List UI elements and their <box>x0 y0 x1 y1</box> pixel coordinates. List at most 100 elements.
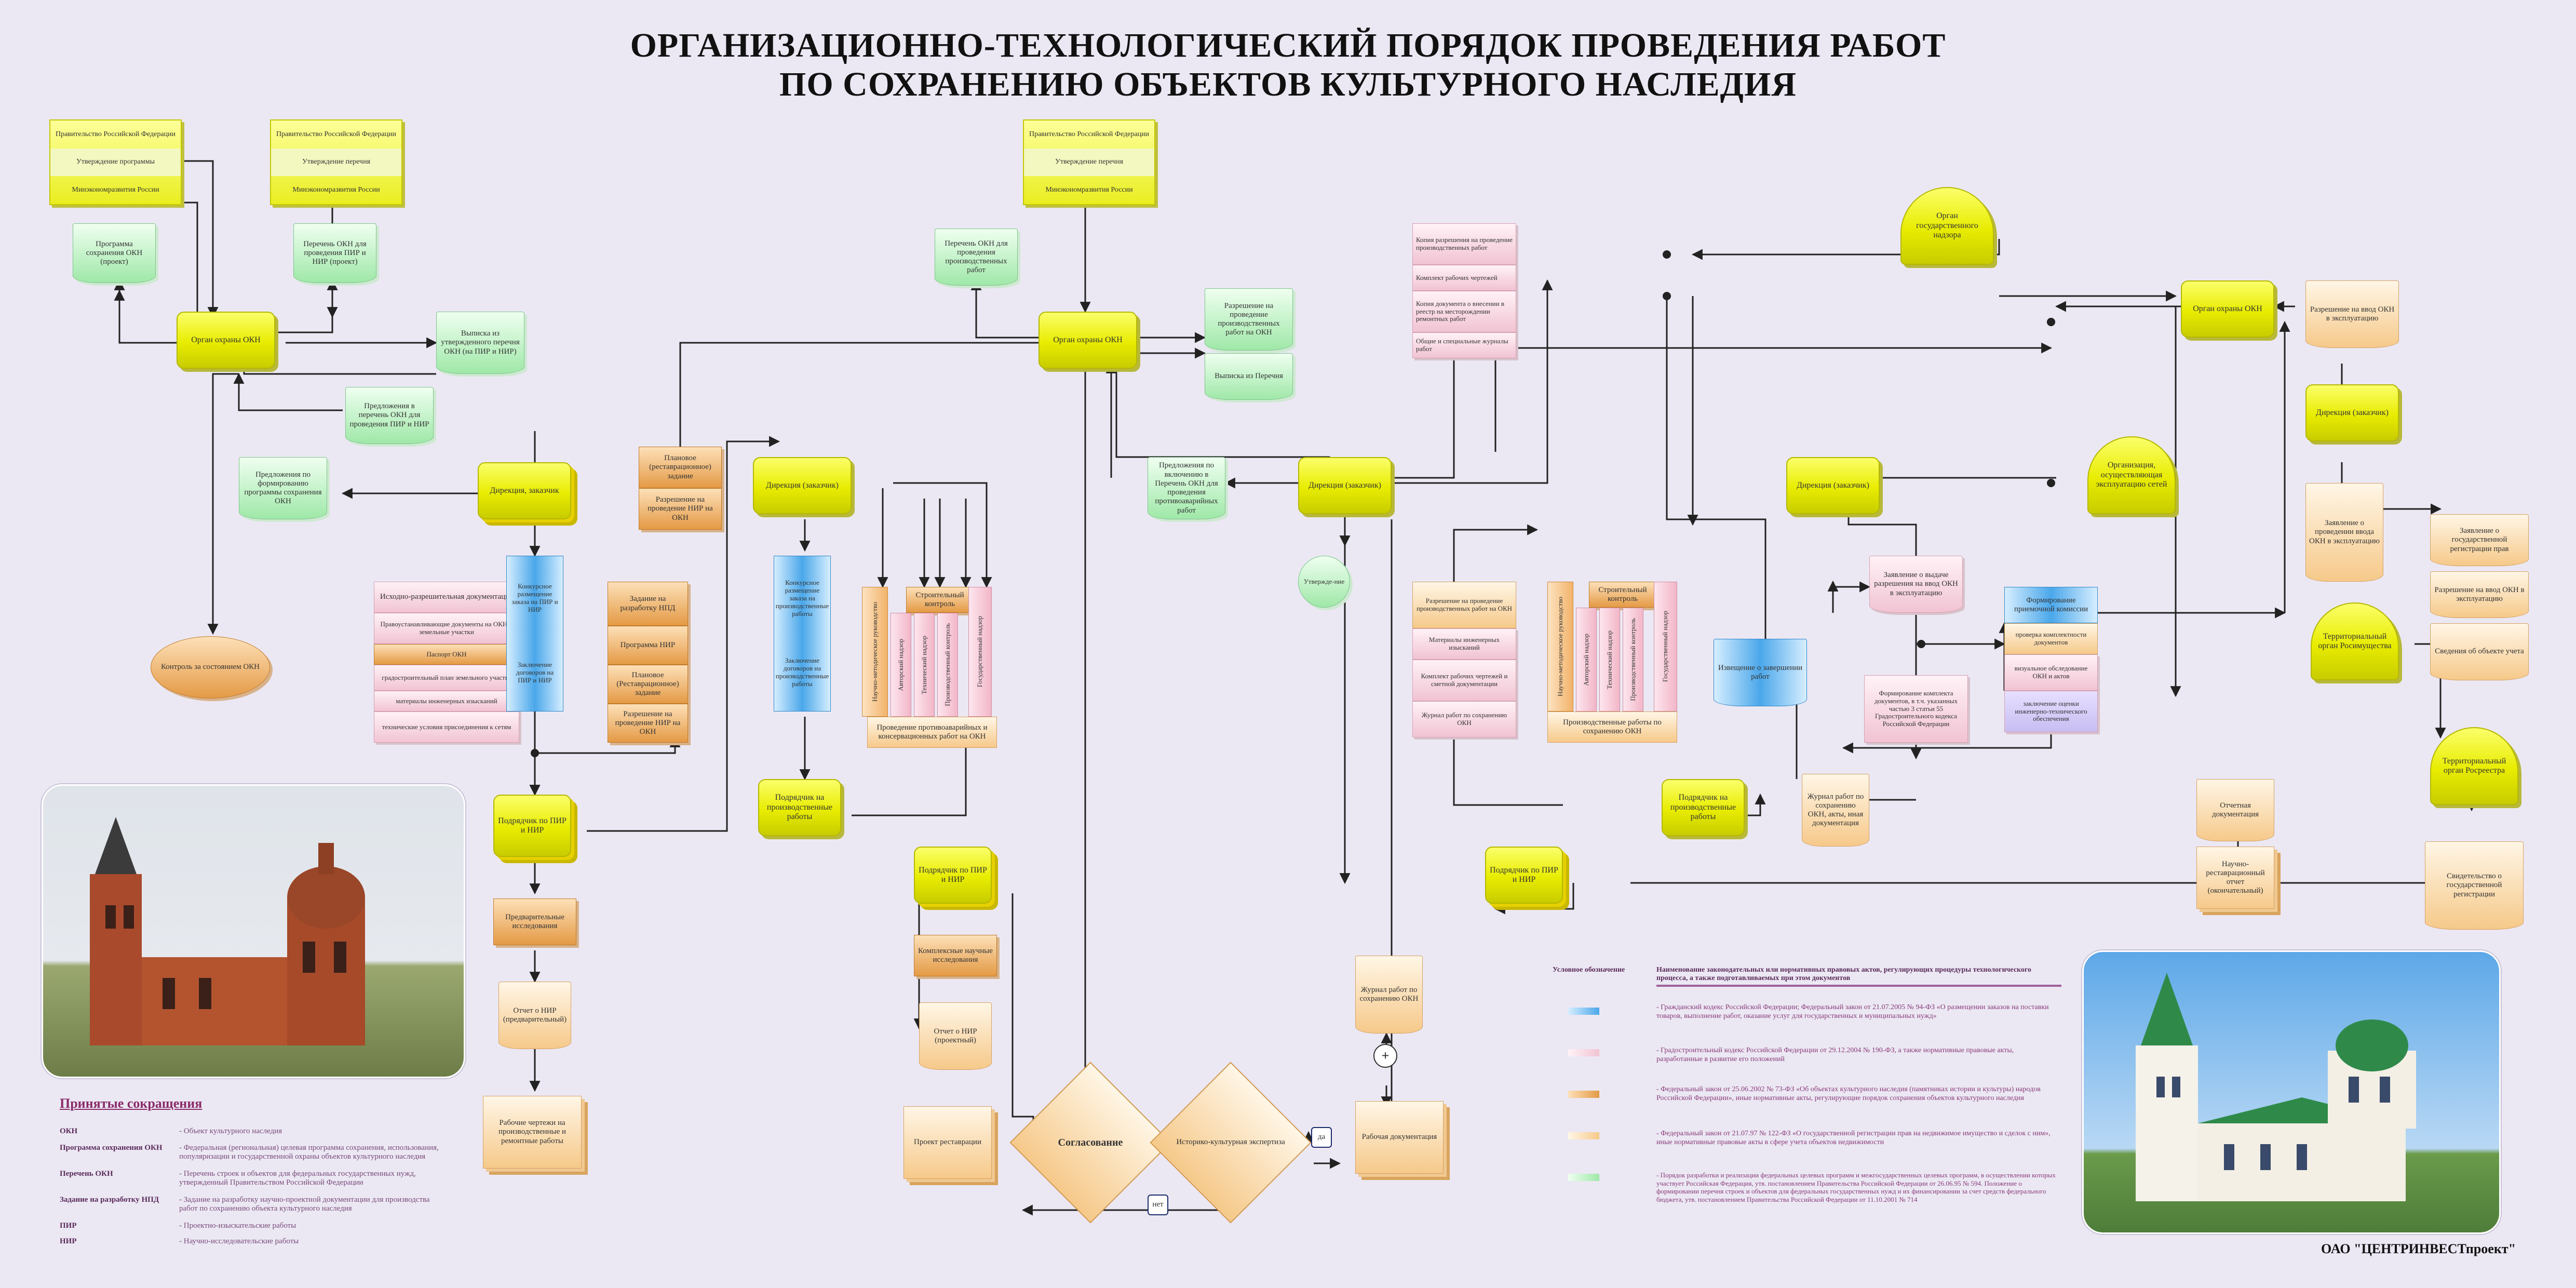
church-ruin-photo <box>42 784 465 1078</box>
abbreviations-list: ОКН - Объект культурного наследия Програм… <box>60 1127 465 1267</box>
initial-doc-item: градостроительный план земельного участк… <box>374 665 519 691</box>
application-registration: Заявление о государственной регистрации … <box>2430 514 2529 566</box>
directorate-5: Дирекция (заказчик) <box>2305 384 2399 441</box>
preliminary-research: Предварительные исследования <box>493 898 576 945</box>
extract-list: Выписка из утвержденного перечня ОКН (на… <box>436 312 524 374</box>
gov-ministry: Минэкономразвития России <box>72 186 159 194</box>
initial-doc-item: технические условия присоединения к сетя… <box>374 712 519 743</box>
permit-nir: Разрешение на проведение НИР на ОКН <box>639 488 722 530</box>
supervision-label: Технический надзор <box>1605 630 1613 689</box>
organ-okn-2: Орган охраны ОКН <box>1039 312 1137 369</box>
legend-text: - Федеральный закон от 25.06.2002 № 73-Ф… <box>1656 1085 2041 1102</box>
supervision-label: Производственный контроль <box>1628 618 1637 701</box>
list-production: Перечень ОКН для проведения производстве… <box>935 229 1018 286</box>
permit-nir-2: Разрешение на проведение НИР на ОКН <box>608 704 688 743</box>
government-block-2: Правительство Российской Федерации Утвер… <box>270 119 402 205</box>
proposals-list: Предложения в перечень ОКН для проведени… <box>345 387 434 444</box>
gov-action: Утверждение перечня <box>271 148 401 177</box>
abbr-key: Задание на разработку НПД <box>60 1196 159 1204</box>
abbr-key: Программа сохранения ОКН <box>60 1144 163 1152</box>
drawings-set: Комплект рабочих чертежей и сметной доку… <box>1412 660 1516 701</box>
completion-notice: Извещение о завершении работ <box>1714 639 1807 706</box>
permit-production: Разрешение на проведение производственны… <box>1205 288 1293 351</box>
abbr-value: - Научно-исследовательские работы <box>179 1237 299 1245</box>
report-nir-2: Отчет о НИР (проектный) <box>919 1002 992 1070</box>
organ-okn-3: Орган охраны ОКН <box>2181 280 2274 338</box>
copy-item: Копия разрешения на проведение производс… <box>1412 223 1516 265</box>
church-restored-icon <box>2136 973 2416 1201</box>
legend: Условное обозначение Наименование законо… <box>1553 966 2072 1246</box>
legend-swatch-pink <box>1568 1049 1599 1056</box>
government-block-3: Правительство Российской Федерации Утвер… <box>1023 119 1155 205</box>
restoration-project: Проект реставрации <box>903 1106 992 1179</box>
network-organization: Организация, осуществляющая эксплуатацию… <box>2087 436 2176 514</box>
commission-item: заключение оценки инженерно-технического… <box>2004 691 2098 732</box>
legend-swatch-blue <box>1568 1008 1599 1015</box>
journal-author: Журнал работ по сохранению ОКН <box>1412 701 1516 737</box>
copy-item: Общие и специальные журналы работ <box>1412 332 1516 358</box>
planned-task: Плановое (реставрационное) задание <box>639 447 722 488</box>
agreement-label: Согласование <box>1058 1136 1123 1148</box>
page-title-line-2: ПО СОХРАНЕНИЮ ОБЪЕКТОВ КУЛЬТУРНОГО НАСЛЕ… <box>779 65 1797 103</box>
commission-item: проверка комплектности документов <box>2004 623 2098 654</box>
contractor-pir-3: Подрядчик по ПИР и НИР <box>1485 847 1563 904</box>
copy-item: Комплект рабочих чертежей <box>1412 265 1516 291</box>
supervision-columns-2: Научно-методическое руководство Авторски… <box>1547 582 1682 712</box>
abbr-key: ОКН <box>60 1127 78 1135</box>
abbr-key: НИР <box>60 1237 77 1245</box>
legend-header-desc: Наименование законодательных или нормати… <box>1656 966 2061 987</box>
abbr-key: ПИР <box>60 1222 77 1230</box>
company-footer: ОАО "ЦЕНТРИНВЕСТпроект" <box>2321 1241 2516 1256</box>
permit-commission: Разрешение на ввод ОКН в эксплуатацию <box>2305 280 2399 348</box>
final-report: Научно-реставрационный отчет (окончатель… <box>2196 847 2274 909</box>
contractor-pir-2: Подрядчик по ПИР и НИР <box>914 847 992 904</box>
abbreviations-heading: Принятые сокращения <box>60 1096 203 1111</box>
initial-doc-item: Правоустанавливающие документы на ОКН и … <box>374 613 519 644</box>
yes-label: да <box>1311 1127 1332 1148</box>
complex-research: Комплексные научные исследования <box>914 935 997 976</box>
directorate-3: Дирекция (заказчик) <box>1298 457 1392 514</box>
abbr-value: - Федеральная (региональная) целевая про… <box>179 1144 439 1161</box>
supervision-columns-1: Научно-методическое руководство Авторски… <box>862 587 997 717</box>
program-nir: Программа НИР <box>608 626 688 665</box>
state-supervision: Орган государственного надзора <box>1900 187 1994 265</box>
supervision-label: Государственный надзор <box>1661 611 1669 682</box>
journal-acts: Журнал работ по сохранению ОКН, акты, ин… <box>1802 774 1869 847</box>
gov-label: Правительство Российской Федерации <box>1029 130 1150 138</box>
production-works: Производственные работы по сохранению ОК… <box>1547 712 1677 743</box>
initial-doc-item: Паспорт ОКН <box>374 644 519 665</box>
extract-list-2: Выписка из Перечня <box>1205 353 1293 400</box>
abbr-key: Перечень ОКН <box>60 1170 113 1178</box>
gov-ministry: Минэкономразвития России <box>1045 186 1133 194</box>
commission-list: проверка комплектности документов визуал… <box>2004 623 2098 732</box>
legend-text: - Федеральный закон от 21.07.97 № 122-ФЗ… <box>1656 1130 2051 1146</box>
supervision-label: Научно-методическое руководство <box>870 601 879 702</box>
program-okn-draft: Программа сохранения ОКН (проект) <box>73 223 156 283</box>
tender-bottom: Заключение договоров на ПИР и НИР <box>516 660 554 684</box>
initial-docs-title: Исходно-разрешительная документация <box>374 582 519 613</box>
tender-top: Конкурсное размещение заказа на производ… <box>775 578 829 618</box>
gov-action: Утверждение программы <box>50 148 181 177</box>
restoration-task: Плановое (Реставрационное) задание <box>608 665 688 704</box>
report-nir-1: Отчет о НИР (предварительный) <box>498 982 571 1049</box>
approval-circle: Утвержде-ние <box>1298 556 1350 608</box>
list-okn-draft: Перечень ОКН для проведения ПИР и НИР (п… <box>293 223 376 283</box>
church-ruin-icon <box>90 817 365 1045</box>
engineering-materials: Материалы инженерных изысканий <box>1412 628 1516 660</box>
control-okn: Контроль за состоянием ОКН <box>151 636 270 699</box>
plus-junction: + <box>1373 1044 1397 1068</box>
directorate-4: Дирекция (заказчик) <box>1786 457 1880 514</box>
abbr-value: - Перечень строек и объектов для федерал… <box>179 1170 416 1187</box>
working-documentation: Рабочая документация <box>1355 1101 1444 1174</box>
initial-doc-item: материалы инженерных изысканий <box>374 691 519 712</box>
church-restored-photo <box>2082 950 2501 1234</box>
abbr-value: - Объект культурного наследия <box>179 1127 282 1135</box>
copies-list: Копия разрешения на проведение производс… <box>1412 223 1516 358</box>
tender-production: Конкурсное размещение заказа на производ… <box>774 556 831 712</box>
expertise-label: Историко-культурная экспертиза <box>1176 1138 1285 1147</box>
tender-top: Конкурсное размещение заказа на ПИР и НИ… <box>511 582 558 614</box>
gov-action: Утверждение перечня <box>1024 148 1154 177</box>
abbr-value: - Проектно-изыскательские работы <box>179 1222 296 1230</box>
commission-formation: Формирование приемочной комиссии <box>2004 587 2098 623</box>
no-label: нет <box>1148 1195 1168 1215</box>
